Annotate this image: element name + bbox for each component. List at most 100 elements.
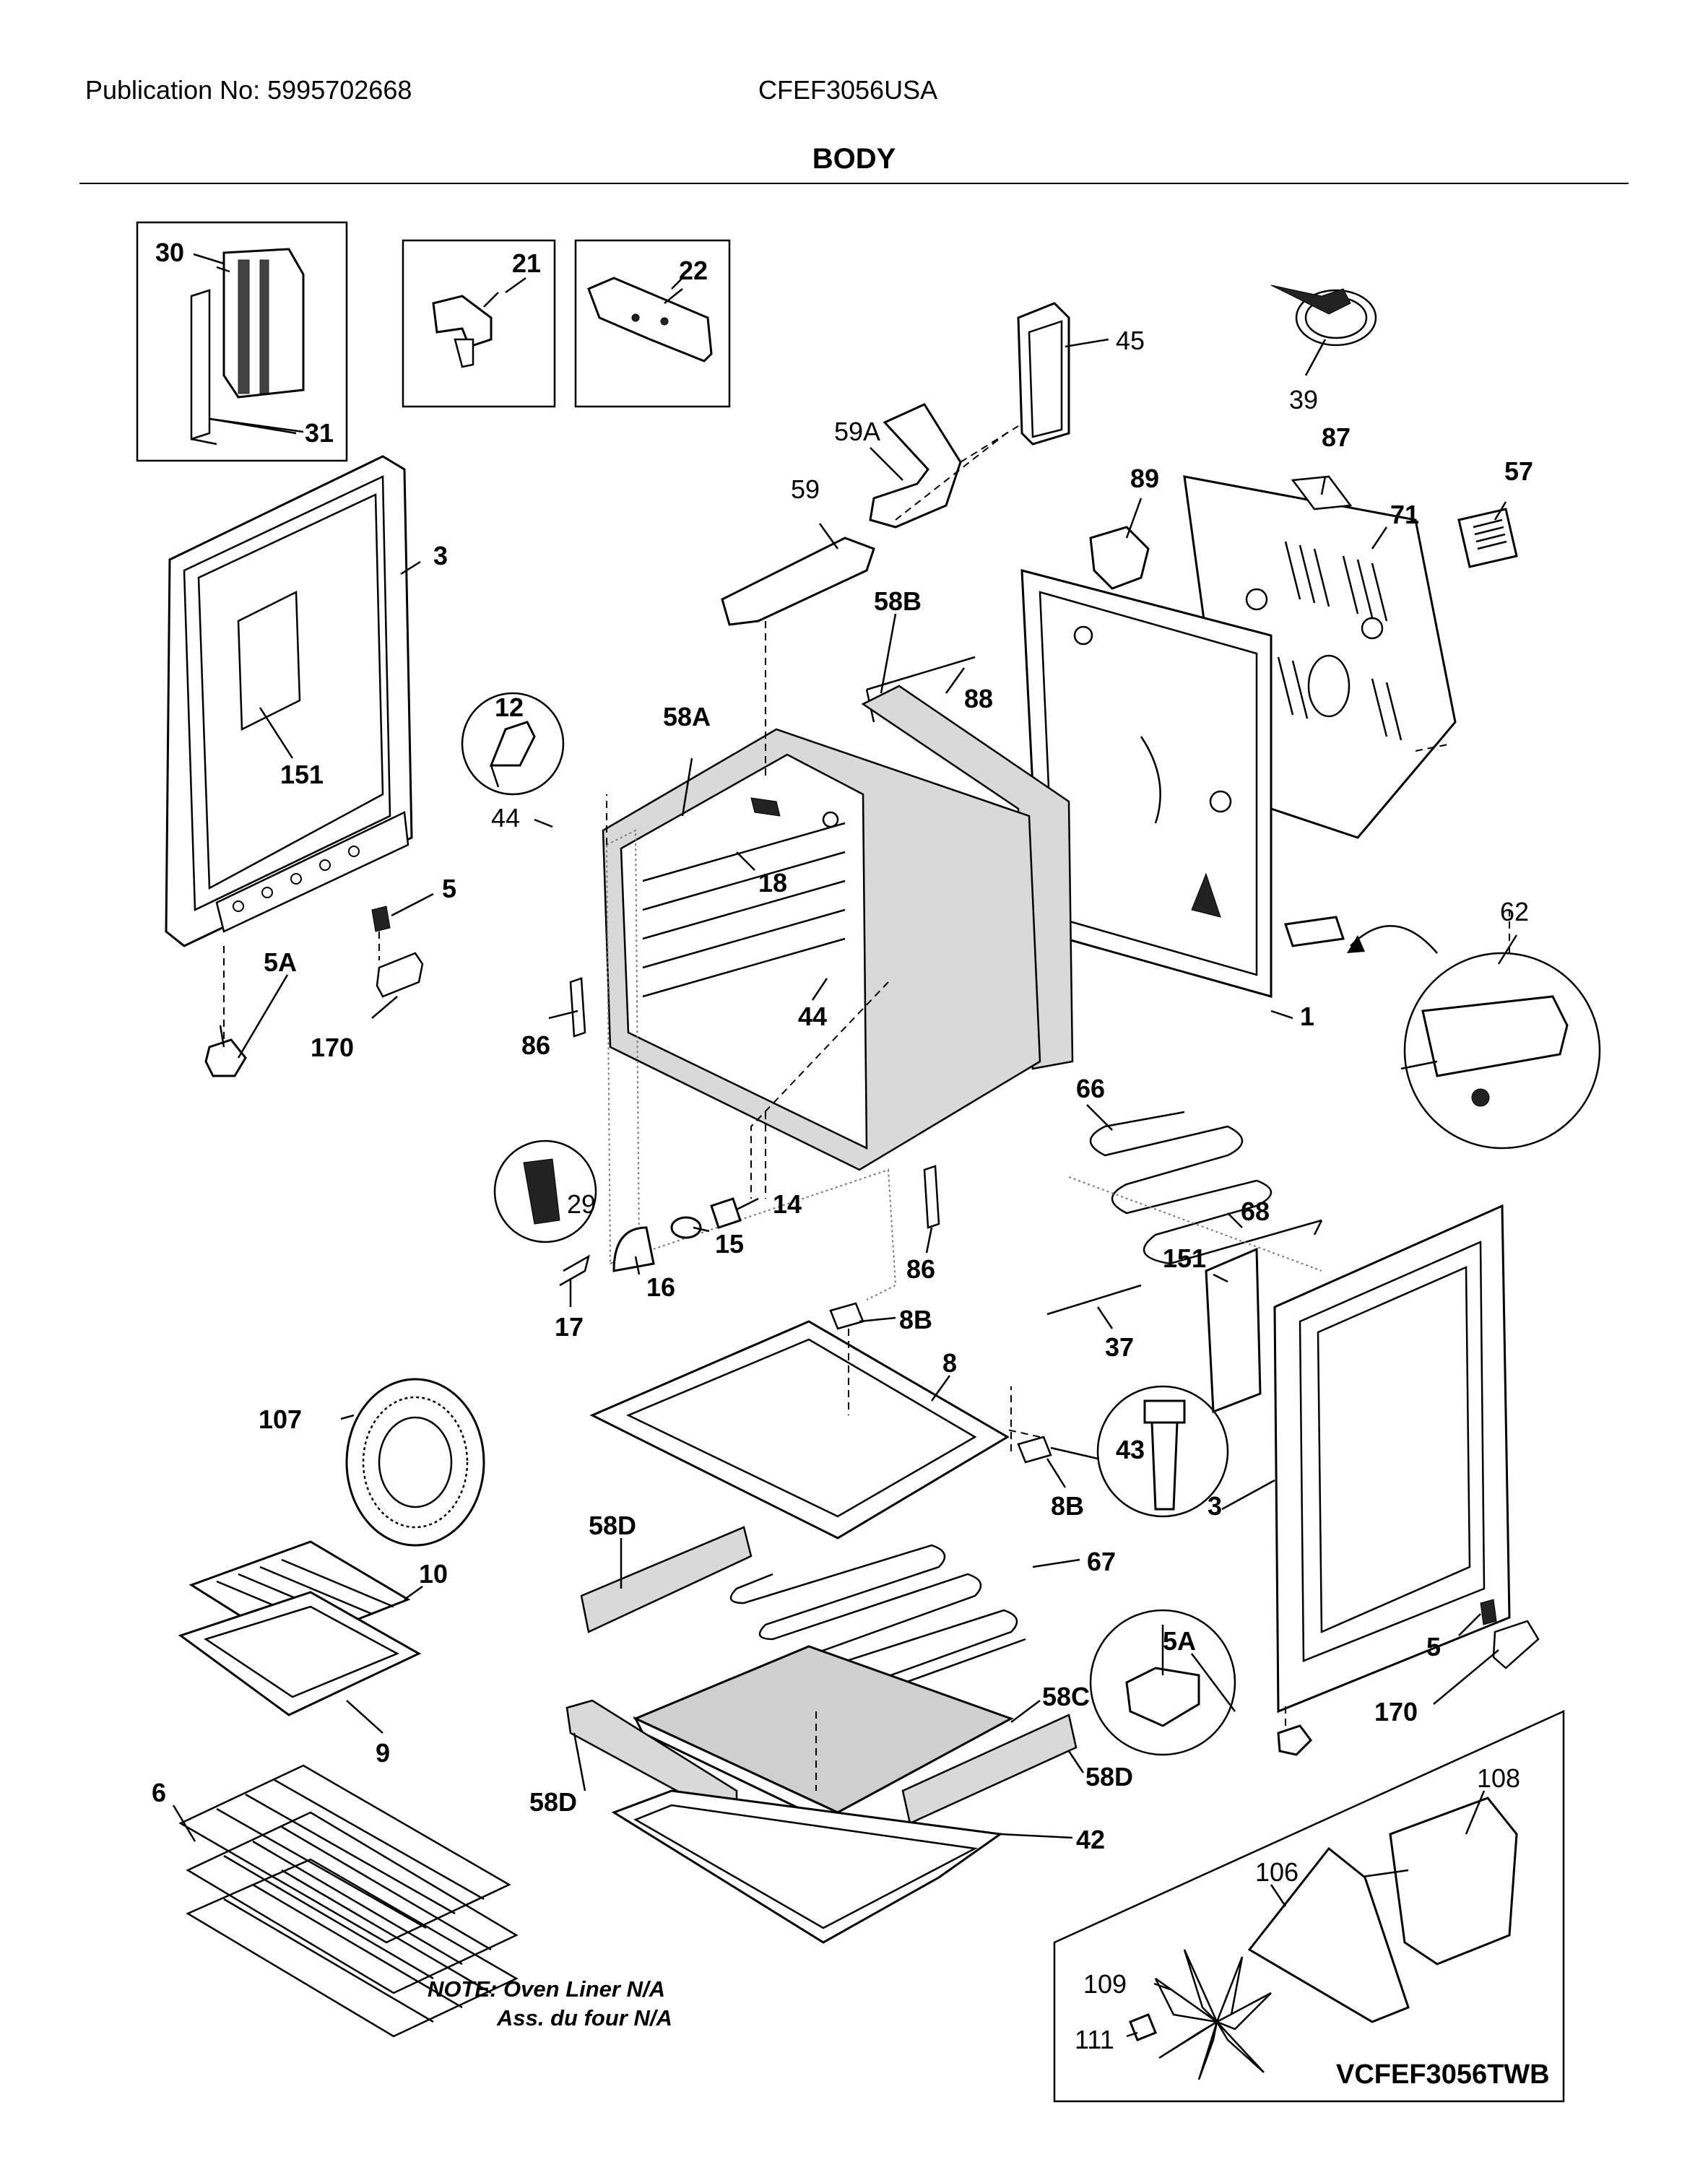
callout-170-left: 170 <box>311 1033 354 1062</box>
callout-18: 18 <box>758 868 787 898</box>
callout-170-right: 170 <box>1374 1697 1418 1727</box>
bottom-pan-8 <box>589 1320 1010 1540</box>
fan-cover-107 <box>345 1378 485 1547</box>
callout-58D-a: 58D <box>589 1511 636 1540</box>
callout-107: 107 <box>259 1404 302 1434</box>
bulb-15 <box>670 1216 702 1239</box>
inset-box-22 <box>574 239 731 408</box>
insulation-58B <box>861 685 1074 1070</box>
callout-59: 59 <box>791 474 820 504</box>
detail-circle-12 <box>461 692 565 796</box>
callout-17: 17 <box>555 1312 584 1342</box>
callout-8B-a: 8B <box>899 1305 932 1334</box>
callout-6: 6 <box>152 1778 166 1807</box>
detail-circle-29 <box>493 1139 597 1243</box>
callout-22: 22 <box>679 256 708 285</box>
hinge-receiver-86-b <box>923 1165 940 1229</box>
bake-element-67 <box>729 1544 1026 1708</box>
callout-59A: 59A <box>834 417 880 446</box>
model-number: CFEF3056USA <box>758 75 938 105</box>
callout-37: 37 <box>1105 1332 1134 1362</box>
note-line-2: Ass. du four N/A <box>496 2005 672 2031</box>
broil-element-66 <box>1089 1111 1323 1265</box>
callout-45: 45 <box>1116 326 1145 355</box>
callout-21: 21 <box>512 248 541 278</box>
callout-58D-c: 58D <box>529 1787 577 1817</box>
hinge-receiver-86-a <box>569 977 586 1038</box>
callout-89: 89 <box>1130 464 1159 493</box>
callout-1: 1 <box>1300 1002 1314 1031</box>
arrow-62 <box>1347 925 1438 954</box>
power-cord-39 <box>1270 285 1377 347</box>
callout-108: 108 <box>1477 1763 1520 1793</box>
duct-59A <box>869 403 962 529</box>
callout-87: 87 <box>1322 422 1351 452</box>
callout-86-a: 86 <box>521 1030 550 1060</box>
note-line-1: NOTE: Oven Liner N/A <box>428 1976 665 2002</box>
bracket-170-left <box>376 952 424 998</box>
callout-3-left: 3 <box>433 541 448 570</box>
detail-circle-62 <box>1400 952 1601 1150</box>
callout-62: 62 <box>1500 897 1529 926</box>
callout-71: 71 <box>1390 500 1419 529</box>
callout-44-b: 44 <box>798 1002 827 1031</box>
receptacle-14 <box>710 1197 742 1229</box>
callout-5A-right: 5A <box>1163 1626 1196 1656</box>
leveler-5A-right <box>1277 1724 1312 1756</box>
lens-16 <box>612 1226 655 1272</box>
inset-box-21 <box>402 239 556 408</box>
duct-59 <box>721 537 875 626</box>
callout-16: 16 <box>646 1272 675 1302</box>
callout-39: 39 <box>1289 385 1318 414</box>
callout-8: 8 <box>942 1348 957 1378</box>
callout-14: 14 <box>773 1189 802 1219</box>
callout-106: 106 <box>1255 1857 1299 1887</box>
bracket-151-right <box>1205 1247 1262 1414</box>
callout-10: 10 <box>419 1559 448 1589</box>
inset-box-convection <box>1053 1710 1565 2103</box>
callout-58D-b: 58D <box>1085 1762 1133 1792</box>
bracket-89 <box>1089 526 1150 590</box>
leveler-5A-left <box>204 1025 247 1077</box>
screw-5-left <box>371 906 391 932</box>
insulation-58D-c <box>901 1714 1078 1825</box>
probe-37 <box>1046 1284 1142 1316</box>
callout-5-right: 5 <box>1426 1632 1441 1662</box>
callout-57: 57 <box>1504 456 1533 486</box>
callout-44-a: 44 <box>491 803 520 833</box>
callout-31: 31 <box>305 418 334 448</box>
callout-43: 43 <box>1116 1435 1145 1464</box>
variant-model-label: VCFEF3056TWB <box>1336 2059 1550 2090</box>
bracket-170-right <box>1492 1620 1540 1669</box>
detail-circle-43 <box>1096 1385 1229 1518</box>
callout-58C: 58C <box>1042 1682 1090 1711</box>
callout-67: 67 <box>1087 1547 1116 1576</box>
side-panel-left <box>165 455 413 947</box>
bracket-8B-b <box>1017 1436 1052 1464</box>
bracket-8B-a <box>829 1302 864 1330</box>
clip-17 <box>559 1254 590 1287</box>
detail-circle-5A <box>1089 1609 1236 1756</box>
callout-86-b: 86 <box>906 1254 935 1284</box>
callout-58A: 58A <box>663 702 711 731</box>
callout-151-left: 151 <box>280 760 324 789</box>
callout-66: 66 <box>1076 1074 1105 1103</box>
vent-cover-57 <box>1457 508 1518 568</box>
callout-88: 88 <box>964 684 993 713</box>
inset-box-30-31 <box>136 221 348 462</box>
callout-68: 68 <box>1241 1197 1270 1226</box>
callout-8B-b: 8B <box>1051 1491 1084 1521</box>
callout-58B: 58B <box>874 586 922 616</box>
callout-9: 9 <box>376 1738 390 1768</box>
leader-lines <box>172 253 1518 2038</box>
assembly-dashed-lines <box>223 425 1510 1791</box>
section-title: BODY <box>812 143 896 175</box>
insulation-58D-a <box>580 1526 753 1633</box>
terminal-block-62 <box>1284 916 1345 947</box>
publication-number: Publication No: 5995702668 <box>85 75 412 105</box>
callout-5-left: 5 <box>442 874 456 903</box>
callout-29: 29 <box>567 1189 596 1219</box>
callout-30: 30 <box>155 238 184 267</box>
conduit-45 <box>1017 302 1070 446</box>
